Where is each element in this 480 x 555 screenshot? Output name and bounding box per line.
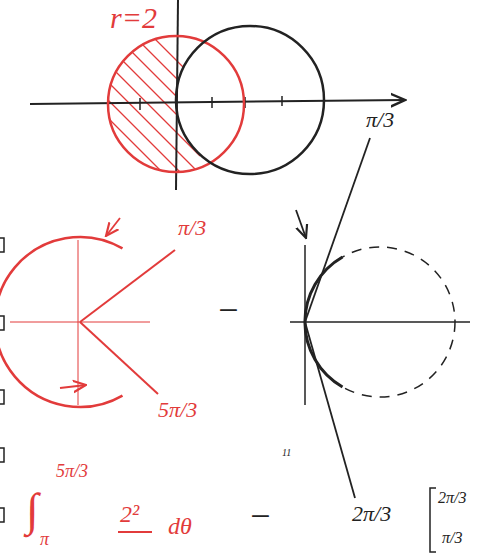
red-sector bbox=[0, 218, 175, 407]
angle-label: π/3 bbox=[178, 216, 206, 239]
angle-label: 5π/3 bbox=[158, 398, 197, 421]
bracket bbox=[430, 488, 436, 552]
hatch bbox=[100, 0, 210, 228]
integrand: 2² bbox=[120, 502, 139, 527]
lower-limit: π bbox=[40, 530, 49, 549]
black-circle bbox=[176, 26, 324, 174]
page-number: 11 bbox=[282, 448, 291, 459]
lower-limit: π/3 bbox=[442, 530, 462, 547]
integral-sign: ∫ bbox=[26, 486, 39, 534]
radius-label: r=2 bbox=[110, 2, 157, 34]
ticks bbox=[140, 96, 282, 110]
minus-sign: − bbox=[248, 498, 272, 536]
upper-limit: 5π/3 bbox=[56, 462, 88, 481]
black-sector bbox=[290, 138, 470, 498]
angle-label: π/3 bbox=[366, 108, 394, 131]
angle-label: 2π/3 bbox=[352, 502, 391, 525]
x-axis bbox=[30, 100, 405, 104]
upper-limit: 2π/3 bbox=[438, 490, 466, 507]
margin-brackets bbox=[0, 238, 4, 522]
minus-sign: − bbox=[216, 292, 240, 330]
fraction-bar bbox=[118, 531, 152, 533]
differential: dθ bbox=[168, 514, 192, 539]
